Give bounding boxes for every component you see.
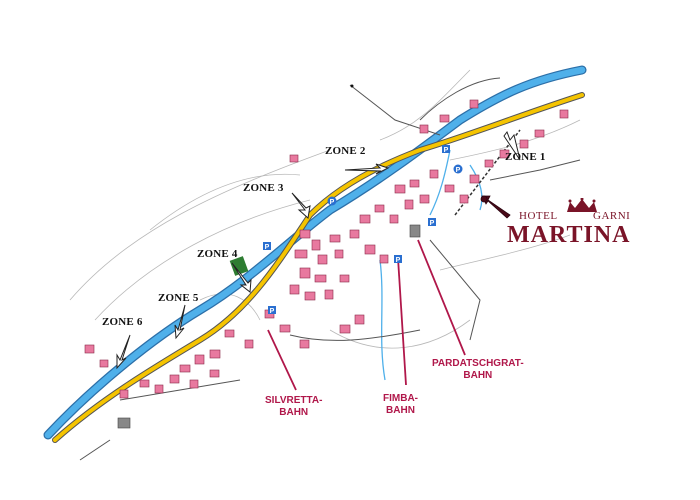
- silvretta-bahn-label: SILVRETTA- BAHN: [265, 395, 322, 419]
- hotel-pointer-arrow: [480, 195, 511, 219]
- zone-3-arrow: [291, 192, 311, 219]
- hotel-suffix: GARNI: [593, 210, 631, 222]
- lift-label-line: BAHN: [463, 370, 493, 381]
- marker-dot: [350, 84, 354, 88]
- parking-icon: P: [430, 220, 435, 227]
- parking-symbols: P P P P P P P: [263, 145, 463, 315]
- lift-label-line: PARDATSCHGRAT-: [432, 358, 524, 369]
- lift-label-line: FIMBA-: [383, 393, 418, 404]
- zone-3-label: ZONE 3: [243, 182, 284, 194]
- buildings: [84, 99, 569, 399]
- zone-5-label: ZONE 5: [158, 292, 199, 304]
- zone-4-label: ZONE 4: [197, 248, 238, 260]
- park: [229, 256, 249, 276]
- zone-1-arrow: [503, 130, 521, 161]
- lift-label-line: SILVRETTA-: [265, 395, 323, 406]
- parking-icon: P: [456, 167, 461, 174]
- public-buildings: [117, 224, 421, 429]
- fimba-bahn-label: FIMBA- BAHN: [383, 393, 418, 417]
- zone-5-arrow: [174, 304, 186, 340]
- parking-icon: P: [330, 199, 335, 206]
- zone-6-label: ZONE 6: [102, 316, 143, 328]
- zone-2-arrow: [344, 163, 390, 175]
- zone-4-arrow: [231, 262, 252, 293]
- crown-icon: [567, 198, 597, 212]
- zone-6-arrow: [116, 334, 131, 370]
- parking-icon: P: [270, 308, 275, 315]
- zone-1-label: ZONE 1: [505, 151, 546, 163]
- hotel-prefix: HOTEL: [519, 210, 558, 222]
- cable-car-lines: [267, 239, 466, 391]
- streams: [379, 149, 483, 381]
- hotel-logo: HOTEL GARNI MARTINA: [505, 198, 635, 248]
- parking-icon: P: [265, 244, 270, 251]
- zone-2-label: ZONE 2: [325, 145, 366, 157]
- zone-arrows: [116, 130, 521, 370]
- main-road: [52, 92, 585, 443]
- parking-icon: P: [444, 147, 449, 154]
- hotel-name: MARTINA: [507, 222, 631, 248]
- parking-icon: P: [396, 257, 401, 264]
- pardatschgrat-bahn-label: PARDATSCHGRAT- BAHN: [432, 358, 524, 382]
- lift-label-line: BAHN: [386, 405, 415, 416]
- lift-label-line: BAHN: [279, 407, 309, 418]
